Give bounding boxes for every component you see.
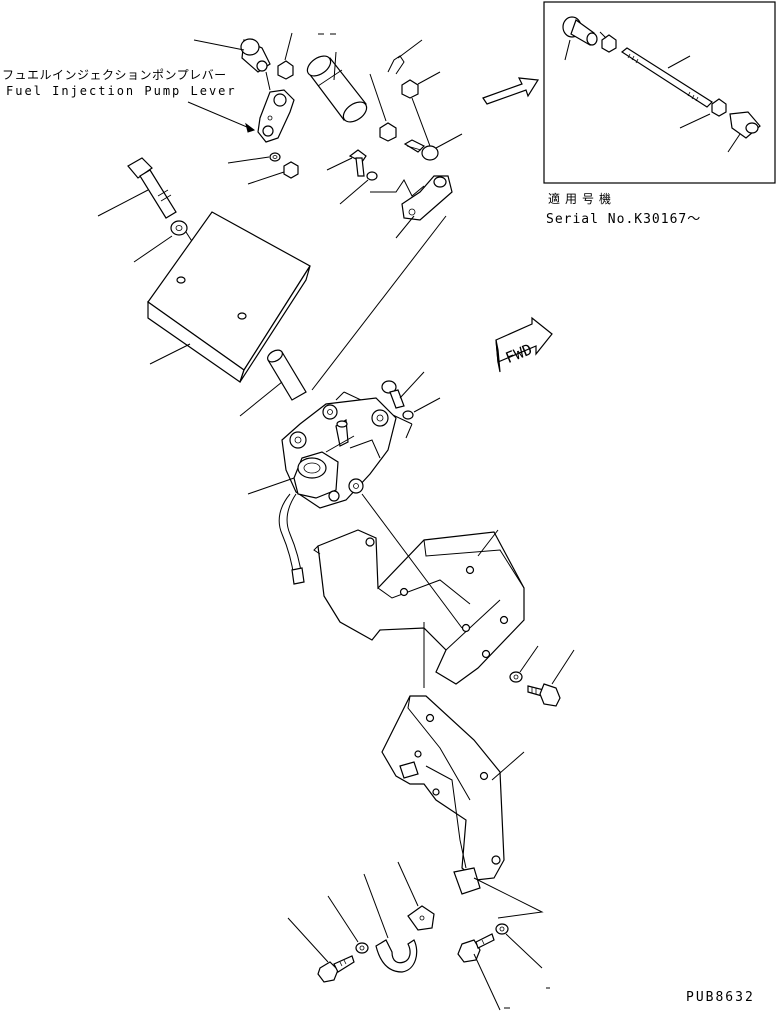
nut-right-top: [401, 79, 419, 99]
clip-small: [407, 905, 435, 931]
applicable-label-jp: 適用号機: [548, 192, 617, 206]
inset-ball-joint-right: [729, 111, 761, 139]
cotter-pin: [387, 55, 405, 75]
washer-bracket: [509, 671, 523, 683]
bolt-lower-right: [457, 933, 495, 963]
pump-lever: [257, 89, 295, 143]
serial-label: Serial No.K30167～: [546, 212, 702, 227]
lever-label-en: Fuel Injection Pump Lever: [6, 84, 237, 98]
washer-lever: [269, 152, 281, 162]
washer-lower-right: [495, 923, 509, 935]
inset-nut-left: [601, 34, 617, 53]
bolt-pump: [381, 380, 405, 409]
mounting-bracket: [313, 529, 525, 685]
nut-mid: [379, 122, 397, 142]
wire-lead: [278, 493, 305, 585]
washer-pump: [402, 410, 414, 420]
bolt-small-upper: [348, 149, 367, 177]
washer-large: [170, 220, 188, 236]
lower-bracket: [381, 695, 505, 895]
cover-plate: [147, 211, 311, 383]
adjuster-cylinder: [306, 55, 368, 123]
eye-bolt: [403, 139, 439, 161]
nut-upper: [277, 60, 294, 80]
long-bolt: [127, 157, 177, 219]
lever-clamp: [401, 175, 453, 221]
inset-ball-joint-left: [562, 16, 598, 46]
bolt-bracket: [527, 683, 561, 707]
inset-box: [543, 1, 776, 184]
inset-rod: [620, 47, 713, 108]
washer-lower-left: [355, 942, 369, 954]
drawing-code: PUB8632: [686, 990, 755, 1005]
inset-pointer-arrow: [482, 77, 540, 105]
clamp-saddle: [375, 939, 418, 973]
pin-spacer: [267, 349, 307, 401]
bolt-lower-left: [317, 955, 355, 983]
fwd-arrow: FWD: [495, 316, 553, 373]
washer-small: [366, 171, 378, 181]
lever-label-jp: フュエルインジェクションポンプレバー: [2, 68, 227, 82]
nut-lever: [283, 161, 299, 179]
inset-nut-right: [711, 98, 727, 117]
ball-joint-upper: [240, 38, 271, 73]
injection-pump-housing: [281, 397, 397, 509]
